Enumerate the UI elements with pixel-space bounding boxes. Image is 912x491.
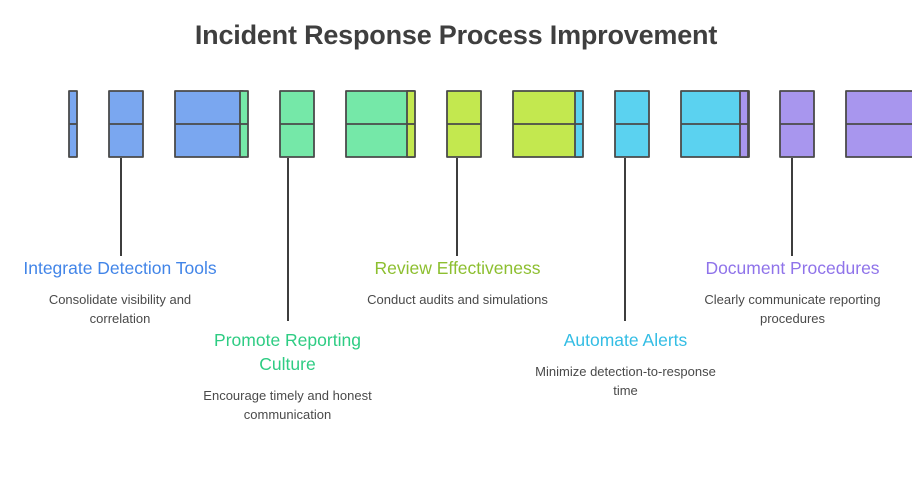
chevron-icon	[680, 90, 750, 158]
step-description: Conduct audits and simulations	[367, 292, 548, 307]
chevron-icon	[739, 90, 749, 158]
page-title: Incident Response Process Improvement	[194, 20, 718, 50]
step-heading: Promote Reporting Culture	[214, 330, 361, 374]
chevron-icon	[406, 90, 416, 158]
connector-line	[624, 158, 626, 321]
chevron-icon	[279, 90, 315, 158]
step-description: Encourage timely and honest communicatio…	[203, 388, 372, 422]
chevron-icon	[108, 90, 144, 158]
chevron-icon	[68, 90, 78, 158]
connector-line	[456, 158, 458, 256]
chevron-icon	[446, 90, 482, 158]
step-heading: Review Effectiveness	[374, 258, 541, 278]
step-description: Clearly communicate reporting procedures	[704, 292, 881, 326]
step-description: Consolidate visibility and correlation	[48, 292, 192, 326]
connector-line	[791, 158, 793, 256]
chevron-icon	[614, 90, 650, 158]
chevron-icon	[574, 90, 584, 158]
step-heading: Integrate Detection Tools	[23, 258, 217, 278]
chevron-icon	[845, 90, 912, 158]
chevron-icon	[779, 90, 815, 158]
step-description: Minimize detection-to-response time	[535, 364, 716, 398]
step-heading: Automate Alerts	[563, 330, 688, 350]
chevron-icon	[239, 90, 249, 158]
connector-line	[120, 158, 122, 256]
connector-line	[287, 158, 289, 321]
step-heading: Document Procedures	[705, 258, 880, 278]
